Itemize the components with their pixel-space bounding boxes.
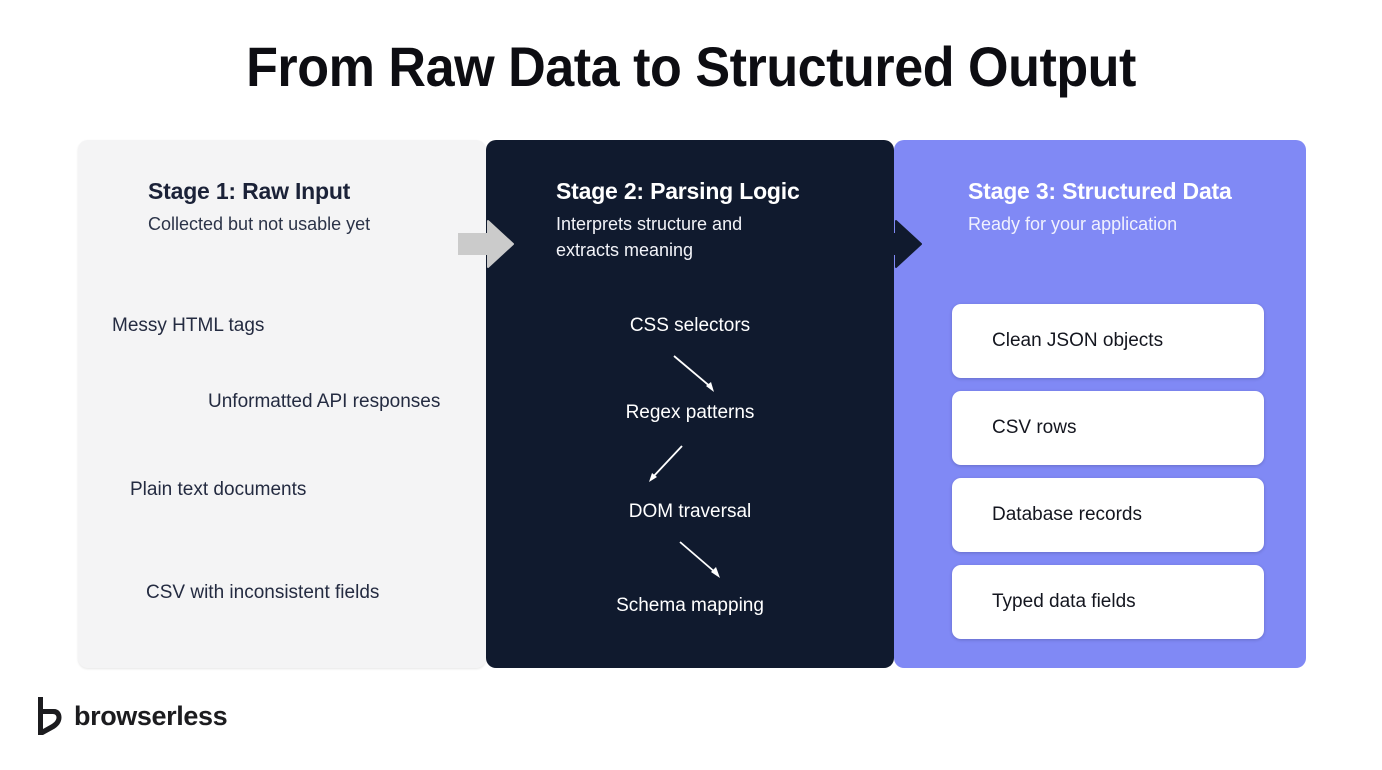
stage-3-panel: Stage 3: Structured Data Ready for your …: [894, 140, 1306, 668]
stage-1-panel: Stage 1: Raw Input Collected but not usa…: [78, 140, 486, 668]
flow-item-regex-patterns: Regex patterns: [625, 402, 755, 423]
stage-2-subtitle: Interprets structure and extracts meanin…: [556, 214, 743, 261]
stage-1-title: Stage 1: Raw Input: [148, 178, 351, 204]
stage2-to-stage3-arrow-icon: [866, 220, 922, 268]
stage-1-header: Stage 1: Raw Input Collected but not usa…: [148, 178, 470, 237]
flow-arrow-down-left-icon: [649, 445, 683, 482]
stage1-to-stage2-arrow-icon: [458, 220, 514, 268]
flow-arrow-down-right-icon: [673, 355, 714, 392]
page-title: From Raw Data to Structured Output: [246, 35, 1136, 98]
output-card-label: Clean JSON objects: [992, 330, 1164, 351]
output-card-label: Typed data fields: [992, 591, 1136, 612]
stage-2-panel: Stage 2: Parsing Logic Interprets struct…: [486, 140, 894, 668]
browserless-logo: browserless: [36, 696, 228, 736]
stage-3-subtitle: Ready for your application: [968, 214, 1178, 234]
flow-arrow-down-right-icon-2: [679, 541, 720, 578]
stage-2-header: Stage 2: Parsing Logic Interprets struct…: [556, 178, 878, 263]
flow-item-css-selectors: CSS selectors: [629, 315, 751, 336]
stage-3-title: Stage 3: Structured Data: [968, 178, 1232, 204]
flow-item-dom-traversal: DOM traversal: [628, 501, 752, 522]
stage-1-subtitle: Collected but not usable yet: [148, 214, 371, 234]
browserless-b-mark-icon: [38, 697, 62, 735]
raw-item-messy-html-tags: Messy HTML tags: [112, 315, 265, 336]
stage-3-header: Stage 3: Structured Data Ready for your …: [968, 178, 1290, 237]
stage-2-title: Stage 2: Parsing Logic: [556, 178, 800, 204]
output-card-typed-data-fields: Typed data fields: [952, 565, 1264, 639]
flow-item-schema-mapping: Schema mapping: [616, 595, 764, 616]
raw-item-plain-text-documents: Plain text documents: [130, 479, 307, 500]
pipeline-diagram: Stage 1: Raw Input Collected but not usa…: [78, 140, 1306, 668]
output-card-clean-json-objects: Clean JSON objects: [952, 304, 1264, 378]
output-card-label: CSV rows: [992, 417, 1077, 438]
output-card-database-records: Database records: [952, 478, 1264, 552]
raw-item-csv-with-inconsistent-fields: CSV with inconsistent fields: [146, 582, 380, 603]
output-card-label: Database records: [992, 504, 1142, 525]
raw-item-unformatted-api-responses: Unformatted API responses: [208, 391, 441, 412]
browserless-wordmark: browserless: [74, 700, 228, 731]
output-card-csv-rows: CSV rows: [952, 391, 1264, 465]
